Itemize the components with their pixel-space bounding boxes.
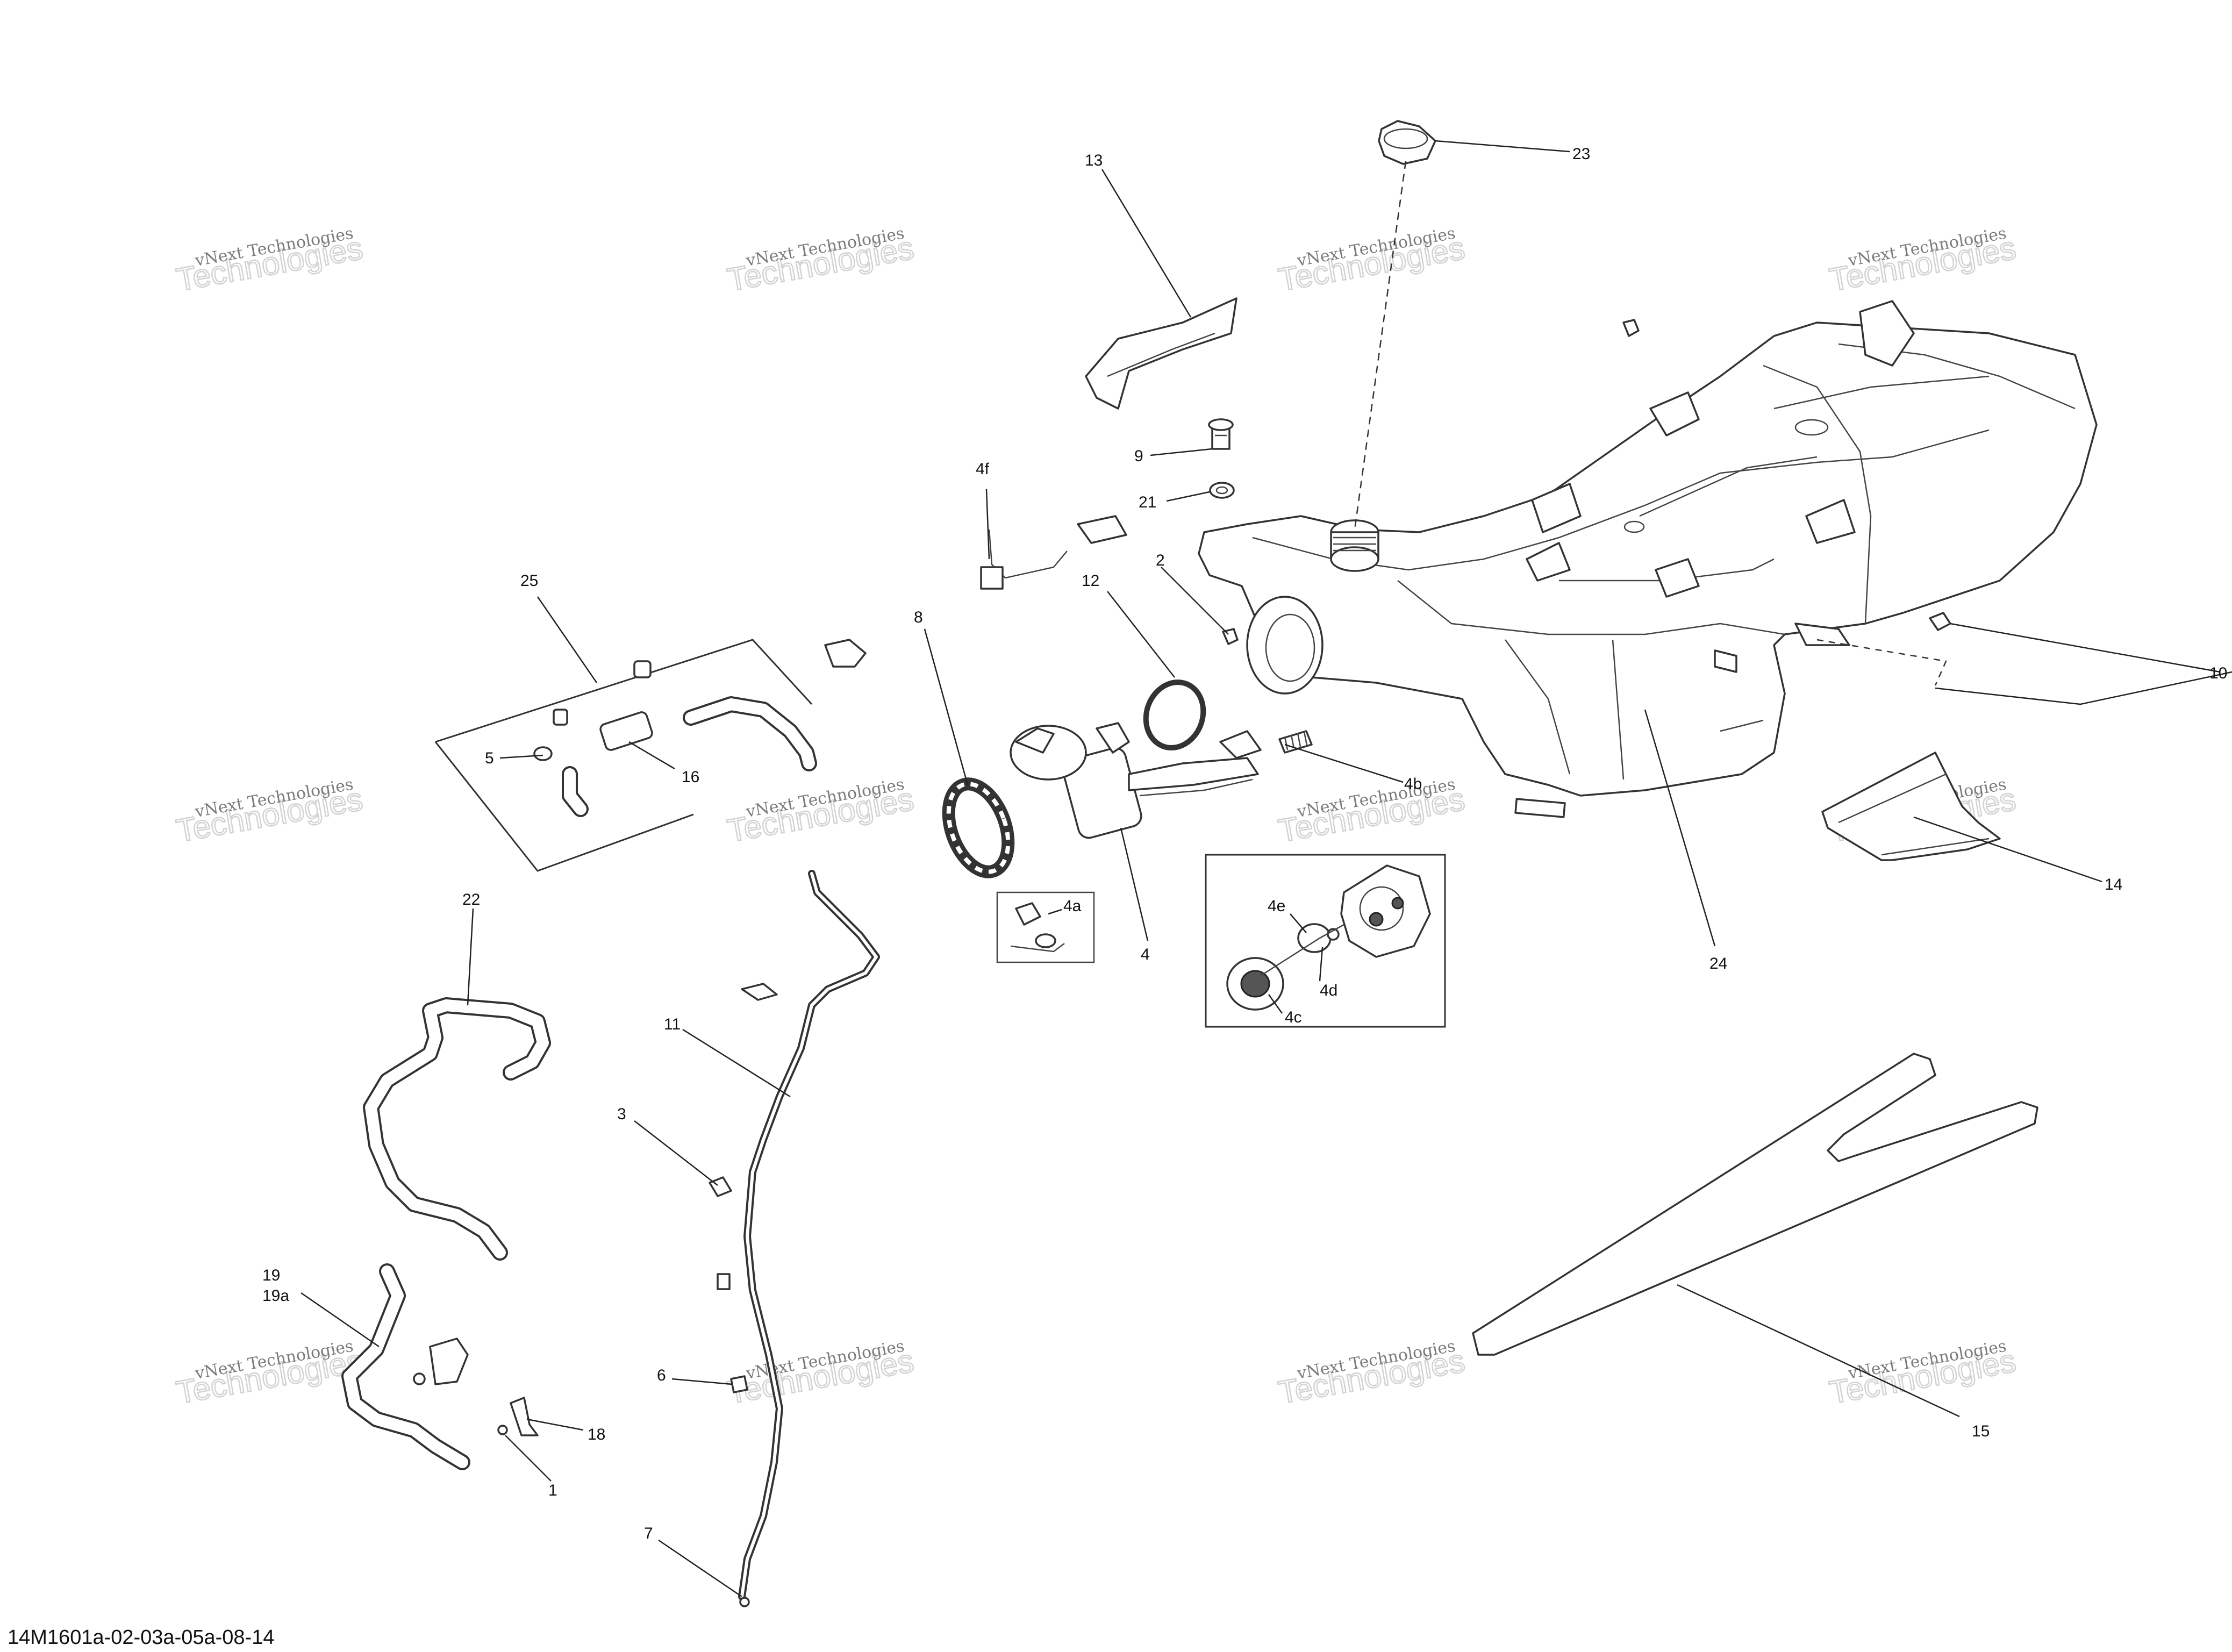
callout-16: 16 <box>682 768 699 786</box>
callout-4a: 4a <box>1063 897 1082 915</box>
watermark: Technologies vNext Technologies <box>724 1337 917 1412</box>
watermark: Technologies vNext Technologies <box>173 224 366 299</box>
callout-15: 15 <box>1972 1422 1990 1440</box>
tank-pad <box>1472 1053 2038 1356</box>
watermark: Technologies vNext Technologies <box>173 1337 366 1412</box>
sensor-part <box>1208 418 1234 450</box>
callout-24: 24 <box>1709 955 1727 972</box>
washer <box>1209 482 1235 499</box>
callout-9: 9 <box>1134 447 1143 465</box>
callout-7: 7 <box>644 1525 653 1542</box>
callout-25: 25 <box>520 572 538 590</box>
o-ring <box>1143 680 1206 750</box>
callout-4: 4 <box>1141 946 1150 963</box>
fuel-pump-module <box>1010 722 1262 839</box>
callout-10: 10 <box>2209 664 2227 682</box>
callout-2: 2 <box>1156 552 1165 569</box>
callout-19: 19 <box>262 1267 280 1284</box>
hose-22 <box>363 997 551 1261</box>
callout-22: 22 <box>462 891 480 909</box>
kit-25 <box>434 639 867 872</box>
callout-1: 1 <box>548 1482 557 1499</box>
inset-4a <box>996 891 1095 963</box>
callout-8: 8 <box>914 609 923 626</box>
cap-to-neck-dashed-line <box>1354 161 1407 530</box>
callout-4c: 4c <box>1285 1009 1302 1026</box>
leader-lines <box>301 140 2232 1598</box>
drawing-code: 14M1601a-02-03a-05a-08-14 <box>8 1626 274 1649</box>
callout-18: 18 <box>588 1426 605 1443</box>
fuel-tank <box>1198 300 2098 818</box>
callout-4f: 4f <box>976 460 990 478</box>
callout-23: 23 <box>1572 145 1590 163</box>
watermark: Technologies vNext Technologies <box>724 224 917 299</box>
level-sensor <box>980 515 1127 590</box>
fuel-line-11 <box>709 870 880 1607</box>
callout-14: 14 <box>2105 876 2122 893</box>
fuel-cap <box>1378 120 1436 165</box>
callout-21: 21 <box>1139 494 1156 511</box>
watermark: Technologies vNext Technologies <box>1275 1337 1468 1412</box>
callout-12: 12 <box>1082 572 1099 590</box>
spring <box>1278 730 1313 754</box>
callout-4d: 4d <box>1320 982 1337 999</box>
watermark: Technologies vNext Technologies <box>1275 224 1468 299</box>
callout-11: 11 <box>664 1015 681 1033</box>
watermark: Technologies vNext Technologies <box>173 775 366 850</box>
watermark: Technologies vNext Technologies <box>1275 775 1468 850</box>
clip-10 <box>1929 612 1951 631</box>
callout-5: 5 <box>485 749 494 767</box>
tank-tab-dashed-line <box>1816 639 1947 686</box>
callout-19a: 19a <box>262 1287 289 1305</box>
watermark: Technologies vNext Technologies <box>1826 224 2019 299</box>
callout-3: 3 <box>617 1105 626 1123</box>
lock-ring <box>942 777 1015 878</box>
inset-pump-detail <box>1205 854 1446 1028</box>
callout-4e: 4e <box>1268 897 1285 915</box>
callout-labels: 23 13 9 21 4f 25 2 12 8 10 5 16 4b 14 24… <box>262 145 2227 1542</box>
heat-shield-upper <box>1085 297 1237 410</box>
callout-4b: 4b <box>1404 775 1422 793</box>
callout-13: 13 <box>1085 152 1103 169</box>
heat-shield-right <box>1821 752 2001 861</box>
hose-19 <box>341 1263 539 1470</box>
callout-6: 6 <box>657 1367 666 1384</box>
watermark: Technologies vNext Technologies <box>724 775 917 850</box>
